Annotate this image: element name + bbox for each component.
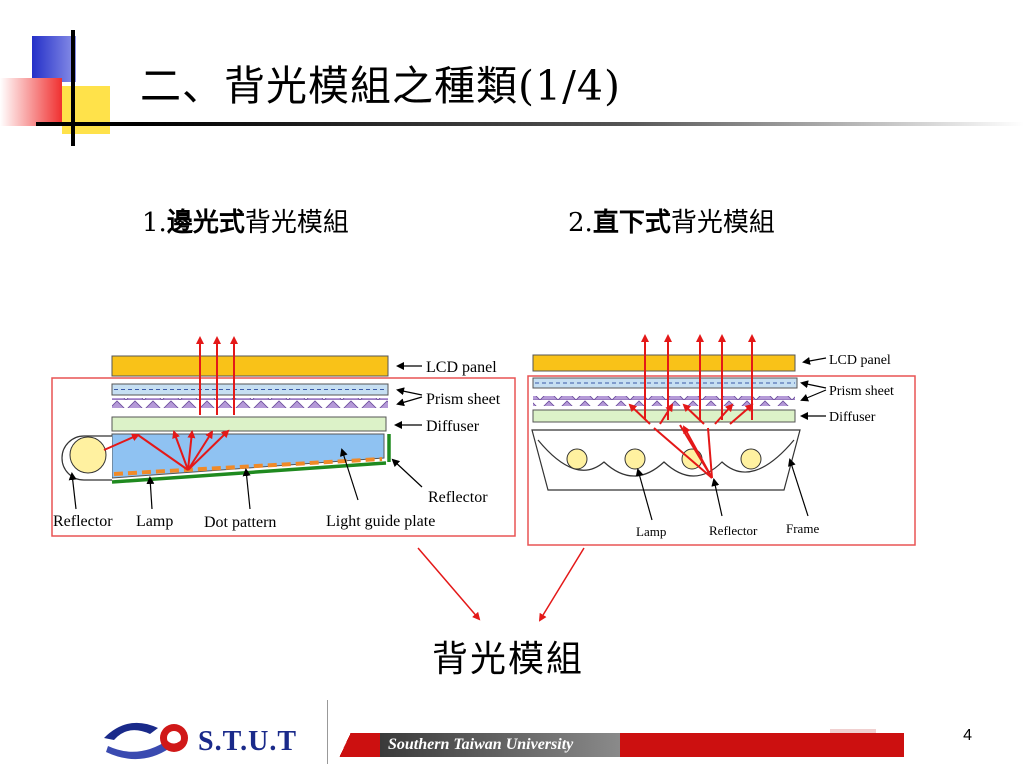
edge-prism-triangles	[112, 398, 388, 408]
edge-label-dot-pattern: Dot pattern	[204, 514, 276, 531]
direct-lamp-1	[566, 448, 588, 470]
direct-label-frame: Frame	[786, 521, 819, 536]
slide-title: 二、背光模組之種類(1/4)	[140, 62, 621, 110]
footer: S.T.U.T Southern Taiwan University	[0, 696, 1024, 768]
edge-label-diffuser: Diffuser	[426, 418, 480, 435]
edge-label-reflector-left: Reflector	[53, 513, 113, 530]
subtitle-direct-rest: 背光模組	[670, 208, 775, 238]
subtitle-direct-bold: 直下式	[592, 208, 671, 238]
edge-label-reflector-right: Reflector	[428, 489, 488, 506]
direct-label-reflector: Reflector	[709, 523, 758, 538]
direct-light-rays	[628, 334, 756, 479]
footer-bar-grey	[380, 733, 620, 757]
edge-lcd-panel	[111, 355, 389, 377]
converge-arrows	[417, 547, 585, 622]
direct-lcd-panel	[532, 354, 796, 372]
subtitle-edge-lit: 1.邊光式背光模組	[142, 202, 349, 239]
direct-label-lamp: Lamp	[636, 524, 666, 539]
direct-label-prism-sheet: Prism sheet	[829, 384, 894, 399]
page-number: 4	[963, 727, 972, 744]
subtitle-direct-prefix: 2.	[568, 208, 593, 238]
footer-bar-light	[830, 729, 876, 733]
subtitle-edge-bold: 邊光式	[166, 208, 245, 238]
edge-label-lcd-panel: LCD panel	[426, 359, 497, 376]
edge-light-rays	[103, 336, 238, 471]
direct-lamp-2	[624, 448, 646, 470]
direct-lamp-4	[740, 448, 762, 470]
title-decoration	[0, 30, 140, 146]
edge-diffuser	[111, 416, 387, 432]
university-name: Southern Taiwan University	[388, 736, 574, 753]
direct-label-lcd-panel: LCD panel	[829, 353, 891, 368]
direct-frame	[531, 429, 801, 491]
subtitle-edge-rest: 背光模組	[244, 208, 349, 238]
direct-reflector	[537, 439, 795, 477]
direct-label-diffuser: Diffuser	[829, 410, 876, 425]
center-label: 背光模組	[432, 639, 585, 680]
edge-dot-pattern	[113, 457, 383, 476]
edge-lamp	[69, 436, 107, 474]
edge-lit-diagram: LCD panel Prism sheet Diffuser Reflector…	[51, 336, 516, 537]
subtitle-direct-lit: 2.直下式背光模組	[568, 202, 775, 239]
footer-divider	[327, 700, 328, 764]
stut-logo-text: S.T.U.T	[198, 726, 298, 757]
footer-slant	[330, 733, 360, 757]
direct-prism-triangles	[533, 396, 795, 406]
edge-label-lamp: Lamp	[136, 513, 173, 530]
title-underline	[140, 122, 1024, 126]
edge-lit-box	[51, 377, 516, 537]
subtitle-edge-prefix: 1.	[142, 208, 167, 238]
direct-lit-diagram: LCD panel Prism sheet Diffuser Lamp Refl…	[527, 334, 916, 546]
stut-logo-icon	[104, 722, 188, 760]
edge-label-prism-sheet: Prism sheet	[426, 391, 501, 408]
edge-label-light-guide-plate: Light guide plate	[326, 513, 435, 530]
